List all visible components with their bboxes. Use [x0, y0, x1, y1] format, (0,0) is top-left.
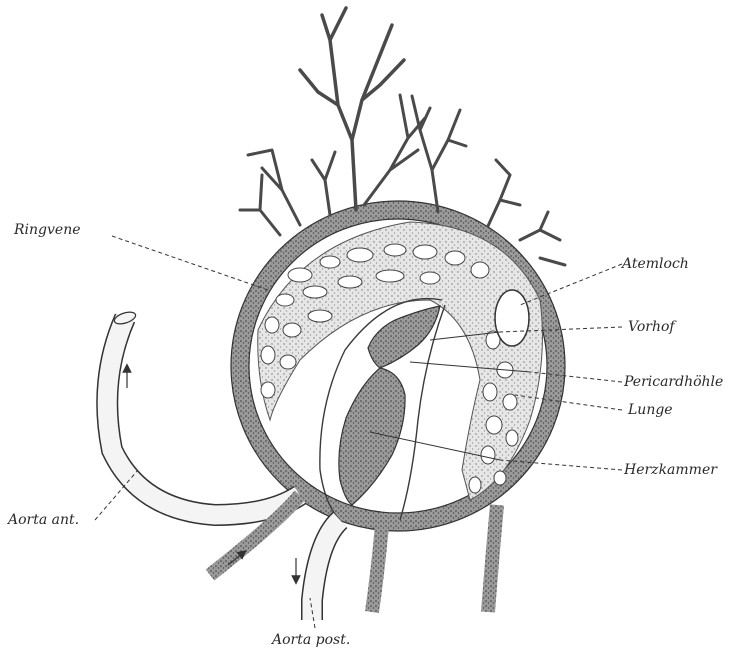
label-aorta-ant: Aorta ant.: [6, 512, 79, 528]
herzkammer-chamber: [339, 368, 405, 505]
label-aorta-post: Aorta post.: [270, 632, 350, 648]
label-atemloch: Atemloch: [620, 256, 689, 272]
heart: [339, 306, 440, 505]
atemloch-opening: [495, 290, 529, 346]
label-vorhof: Vorhof: [628, 319, 677, 335]
label-pericardhoehle: Pericardhöhle: [623, 374, 723, 390]
label-herzkammer: Herzkammer: [623, 462, 718, 478]
lung-network: [258, 222, 543, 500]
label-ringvene: Ringvene: [13, 222, 81, 238]
label-lunge: Lunge: [627, 402, 673, 418]
